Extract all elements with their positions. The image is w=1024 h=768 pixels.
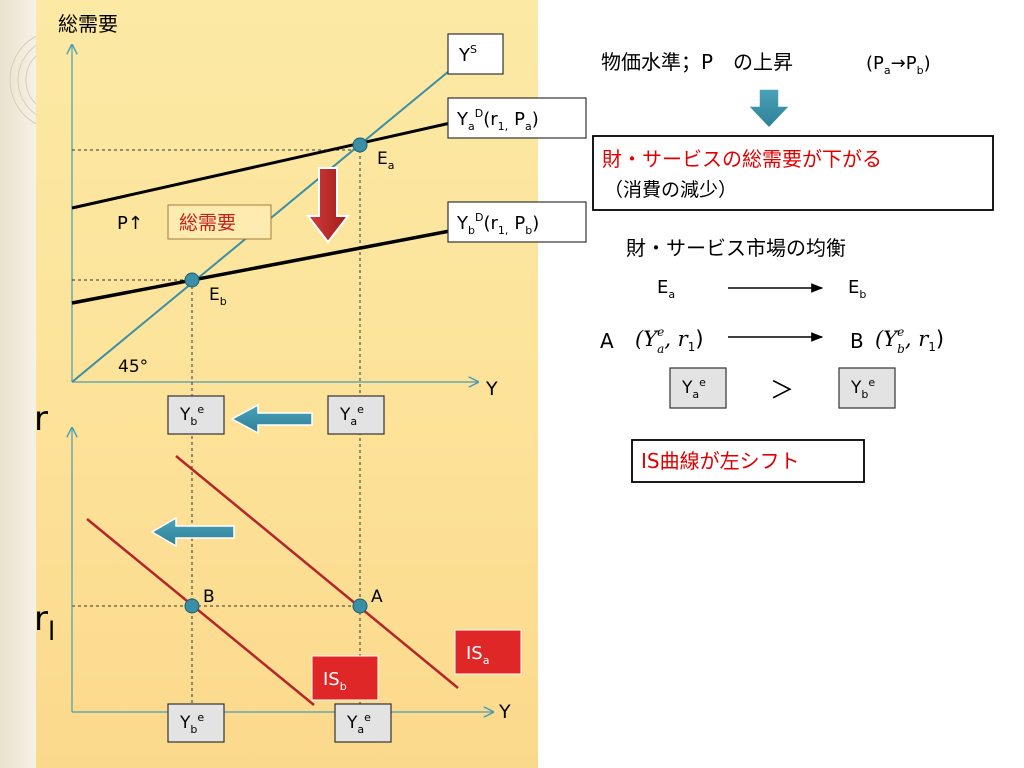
greater-than-sign: ＞ (770, 376, 794, 404)
svg-text:Ybe: Ybe (179, 403, 204, 428)
svg-text:YS: YS (458, 43, 477, 66)
right-ea-label: Ea (657, 277, 675, 301)
svg-text:Ybe: Ybe (850, 376, 875, 401)
left-decor-stripe (0, 0, 40, 768)
is-shift-left-arrow (150, 516, 235, 548)
label-eb: Eb (209, 285, 227, 308)
down-arrow (746, 88, 792, 130)
label-ea: Ea (377, 149, 395, 172)
svg-text:ISb: ISb (323, 669, 347, 693)
result-line-2: （消費の減少） (604, 179, 737, 201)
is-shift-box (631, 439, 865, 483)
svg-text:YbD(r1,Pb): YbD(r1,Pb) (456, 211, 539, 237)
upper-y-axis-label: 総需要 (58, 12, 118, 36)
p-up-label: P↑ (117, 213, 143, 234)
demand-curve-b (71, 228, 456, 305)
bottom-ya-box: Yae (334, 703, 392, 743)
result-box (592, 135, 994, 211)
is-b-box: ISb (311, 655, 379, 701)
upper-axes (72, 45, 478, 382)
upper-x-axis-label: Y (485, 378, 498, 400)
right-eb-label: Eb (848, 277, 866, 301)
svg-text:Yae: Yae (339, 403, 364, 428)
middle-yb-box: Ybe (167, 395, 225, 435)
svg-text:YaD(r1,Pa): YaD(r1,Pa) (456, 107, 539, 133)
result-line-1: 財・サービスの総需要が下がる (602, 147, 882, 171)
middle-shift-left-arrow (230, 403, 313, 435)
is-curve-a (175, 455, 459, 689)
angle-45-label: 45° (118, 357, 148, 377)
svg-text:ISa: ISa (466, 643, 489, 667)
svg-text:Yae: Yae (681, 376, 706, 401)
equilibrium-title: 財・サービス市場の均衡 (626, 236, 846, 260)
middle-ya-box: Yae (327, 395, 385, 435)
is-shift-text: IS曲線が左シフト (641, 449, 800, 473)
right-a-label: A (600, 329, 614, 353)
point-a-label: A (371, 587, 383, 607)
bottom-yb-box: Ybe (167, 703, 225, 743)
price-change-paren: (Pa→Pb) (866, 53, 931, 77)
ys-box: YS (447, 33, 504, 75)
ybd-box: YbD(r1,Pb) (447, 201, 587, 243)
aggregate-demand-box (167, 204, 272, 240)
demand-decrease-arrow (305, 167, 351, 244)
price-level-title: 物価水準；P の上昇 (601, 50, 793, 74)
equilibrium-point-ea (352, 137, 368, 153)
r-axis-label: r (34, 399, 48, 439)
right-b-label: B (850, 329, 864, 353)
r1-label: rl (34, 599, 55, 647)
right-yb-box: Ybe (838, 367, 896, 409)
is-a-box: ISa (454, 629, 522, 675)
right-ya-box: Yae (669, 367, 727, 409)
svg-text:Yae: Yae (346, 711, 371, 736)
yad-box: YaD(r1,Pa) (447, 97, 587, 139)
is-curve-b (86, 518, 315, 706)
point-b-label: B (203, 587, 215, 607)
aggregate-demand-box-text: 総需要 (179, 212, 236, 234)
point-a (352, 598, 368, 614)
demand-curve-a (71, 120, 456, 210)
svg-text:Ybe: Ybe (179, 711, 204, 736)
equilibrium-point-eb (184, 272, 200, 288)
lower-axes (72, 428, 493, 712)
lower-x-axis-label: Y (498, 701, 511, 723)
point-b (184, 598, 200, 614)
